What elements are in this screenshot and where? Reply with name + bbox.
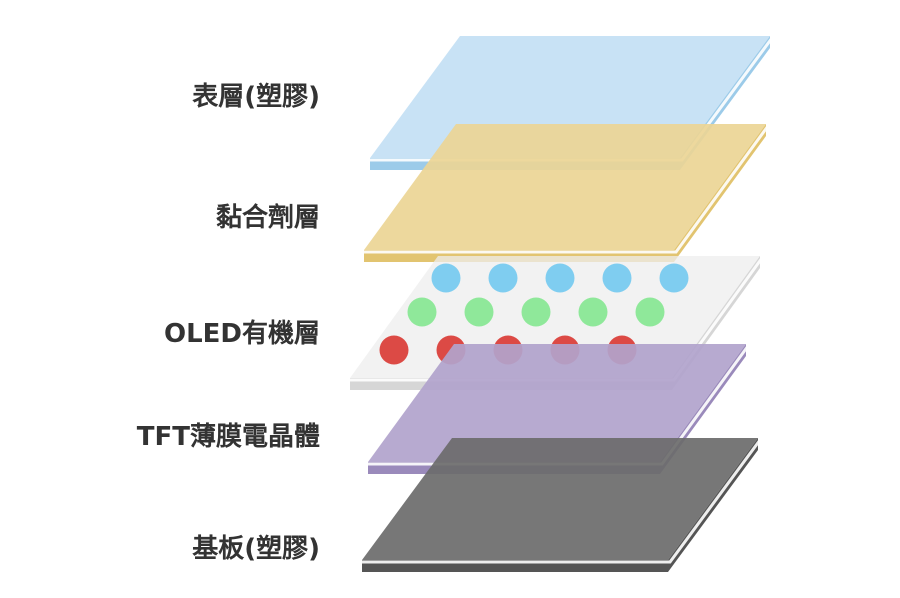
layer-top-face — [368, 344, 746, 462]
label-adhesive-layer: 黏合劑層 — [215, 203, 320, 233]
layers-group — [350, 36, 774, 572]
oled-pixel-dot — [578, 297, 608, 327]
label-tft-layer: TFT薄膜電晶體 — [136, 422, 320, 452]
oled-pixel-dot — [431, 263, 461, 293]
oled-pixel-dot — [407, 297, 437, 327]
layer-substrate — [362, 438, 762, 572]
oled-pixel-dot — [521, 297, 551, 327]
layer-highlight-line — [362, 439, 762, 564]
label-cover-layer: 表層(塑膠) — [192, 82, 320, 112]
label-oled-layer: OLED有機層 — [163, 319, 320, 349]
oled-pixel-dot — [488, 263, 518, 293]
oled-pixel-dot — [659, 263, 689, 293]
oled-pixel-dot — [602, 263, 632, 293]
label-substrate-layer: 基板(塑膠) — [192, 534, 320, 564]
oled-pixel-dot — [545, 263, 575, 293]
oled-pixel-dot — [635, 297, 665, 327]
layer-top-face — [362, 438, 758, 560]
layer-top-face — [364, 124, 766, 250]
oled-pixel-dot — [379, 335, 409, 365]
layer-highlight-line — [364, 125, 770, 254]
oled-pixel-dot — [464, 297, 494, 327]
